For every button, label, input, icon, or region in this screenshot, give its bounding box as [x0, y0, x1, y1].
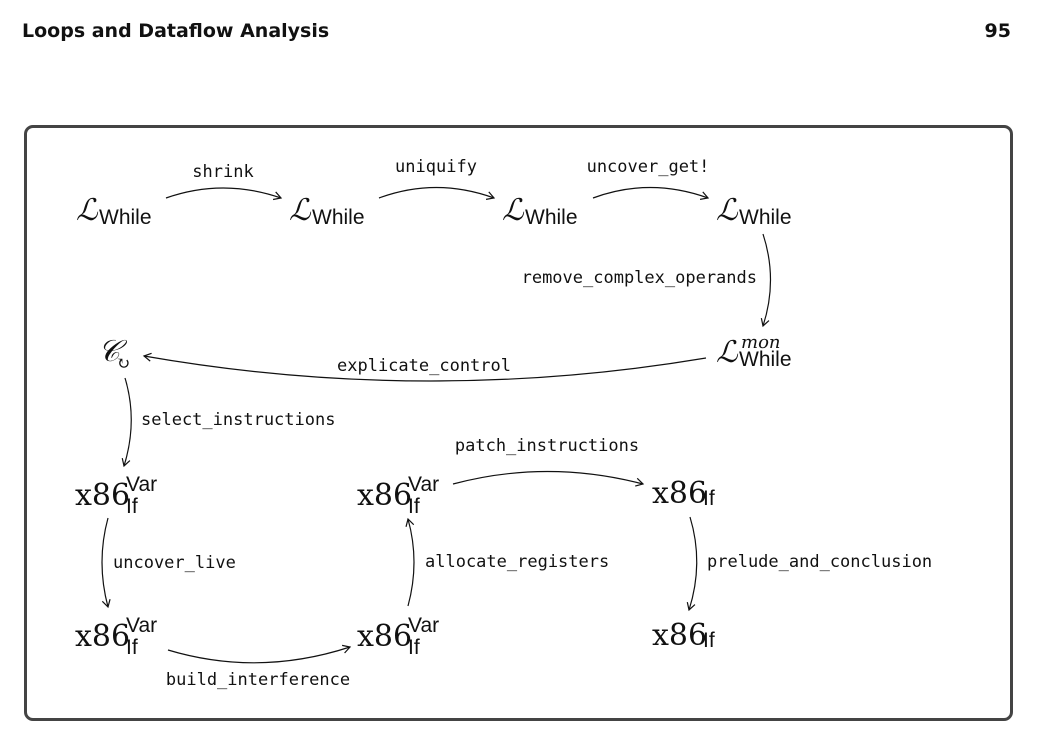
node-subscript: If — [126, 636, 138, 659]
label-uncover-live: uncover_live — [113, 553, 236, 573]
label-allocate-registers: allocate_registers — [425, 552, 609, 572]
node-base: x86 — [75, 619, 130, 654]
edge-remove-complex-operands — [760, 233, 772, 328]
node-symbol: ℒ — [289, 193, 312, 228]
node-x86-var-if-3: x86 Var If — [75, 614, 157, 659]
node-symbol: ℒ — [716, 193, 739, 228]
node-lwhile-2: ℒ While — [289, 193, 365, 229]
node-superscript: Var — [126, 473, 157, 496]
node-symbol: ℒ — [716, 335, 739, 370]
node-lwhile-1: ℒ While — [76, 193, 152, 229]
node-subscript: While — [525, 206, 578, 229]
edge-allocate-registers — [405, 517, 415, 607]
edge-select-instructions — [121, 377, 132, 468]
edge-patch-instructions — [452, 470, 645, 487]
node-subscript: If — [408, 636, 420, 659]
node-x86-if-2: x86 If — [652, 618, 715, 653]
node-base: x86 — [357, 619, 412, 654]
node-subscript: If — [703, 487, 715, 510]
label-explicate-control: explicate_control — [337, 356, 511, 376]
edge-uniquify — [378, 186, 496, 200]
node-x86-var-if-2: x86 Var If — [357, 473, 439, 518]
page-number: 95 — [984, 20, 1011, 42]
node-subscript: If — [703, 629, 715, 652]
node-subscript: ↻ — [116, 354, 130, 374]
node-base: x86 — [75, 478, 130, 513]
edge-shrink — [165, 187, 283, 201]
node-x86-if-1: x86 If — [652, 476, 715, 511]
node-subscript: While — [739, 206, 792, 229]
label-build-interference: build_interference — [166, 670, 350, 690]
node-base: x86 — [652, 618, 707, 653]
label-uncover-get: uncover_get! — [587, 157, 710, 177]
node-c-loop: 𝒞 ↻ — [98, 334, 130, 374]
label-shrink: shrink — [192, 162, 253, 182]
node-subscript: If — [126, 495, 138, 518]
edge-prelude-and-conclusion — [686, 516, 698, 612]
edge-uncover-get — [592, 186, 710, 200]
node-superscript: mon — [741, 332, 781, 353]
page-header-title: Loops and Dataflow Analysis — [22, 20, 330, 42]
label-remove-complex-operands: remove_complex_operands — [522, 268, 757, 288]
node-subscript: While — [312, 206, 365, 229]
node-subscript: While — [739, 348, 792, 371]
node-lwhile-4: ℒ While — [716, 193, 792, 229]
node-lwhile-3: ℒ While — [502, 193, 578, 229]
node-base: x86 — [357, 478, 412, 513]
node-lmon-while: ℒ mon While — [716, 332, 792, 371]
node-symbol: ℒ — [76, 193, 99, 228]
node-subscript: While — [99, 206, 152, 229]
node-superscript: Var — [408, 473, 439, 496]
node-subscript: If — [408, 495, 420, 518]
label-prelude-and-conclusion: prelude_and_conclusion — [707, 552, 932, 572]
node-superscript: Var — [126, 614, 157, 637]
node-base: x86 — [652, 476, 707, 511]
node-superscript: Var — [408, 614, 439, 637]
node-symbol: ℒ — [502, 193, 525, 228]
edge-build-interference — [167, 644, 352, 664]
edge-uncover-live — [101, 517, 111, 609]
edge-explicate-control — [142, 352, 707, 382]
label-patch-instructions: patch_instructions — [455, 436, 639, 456]
label-uniquify: uniquify — [395, 157, 477, 177]
node-x86-var-if-4: x86 Var If — [357, 614, 439, 659]
diagram-frame — [24, 125, 1013, 721]
node-x86-var-if-1: x86 Var If — [75, 473, 157, 518]
label-select-instructions: select_instructions — [141, 410, 335, 430]
